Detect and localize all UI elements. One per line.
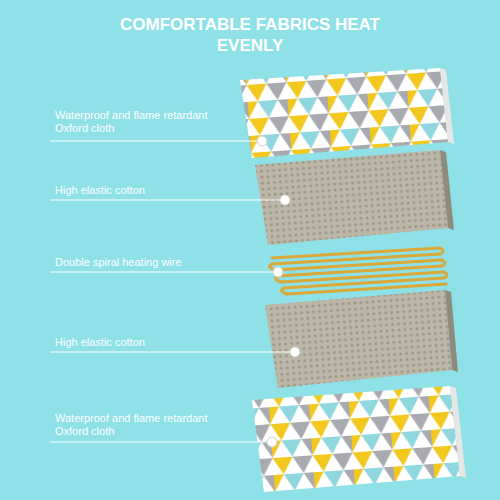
title: COMFORTABLE FABRICS HEAT EVENLY — [110, 14, 390, 56]
layer-label: Double spiral heating wire — [55, 256, 230, 269]
layer-label: High elastic cotton — [55, 184, 230, 197]
bottom-cotton-layer — [265, 290, 458, 388]
leader-dots — [257, 136, 300, 447]
layer-label: High elastic cotton — [55, 336, 230, 349]
layer-label: Waterproof and flame retardant Oxford cl… — [55, 109, 230, 135]
bottom-oxford-layer — [252, 386, 466, 492]
top-cotton-layer — [255, 150, 454, 245]
heating-wire — [270, 248, 447, 294]
layer-label: Waterproof and flame retardant Oxford cl… — [55, 412, 230, 438]
top-oxford-layer — [240, 68, 454, 158]
leader-lines — [50, 141, 295, 442]
